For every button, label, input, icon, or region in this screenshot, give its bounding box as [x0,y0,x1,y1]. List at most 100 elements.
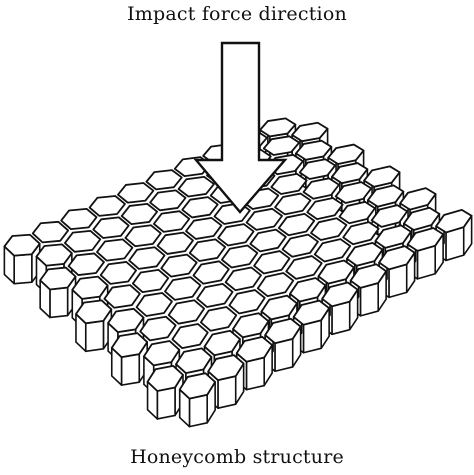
honeycomb-structure-label: Honeycomb structure [130,446,344,468]
honeycomb-cell [178,372,217,400]
honeycomb-cell [298,158,337,180]
honeycomb-cell [310,217,348,241]
honeycomb-cell [131,268,170,294]
honeycomb-cell [39,266,77,291]
honeycomb-cell [292,299,331,326]
honeycomb-cell [249,228,287,253]
honeycomb-cell [317,259,355,285]
honeycomb-cell [338,200,376,225]
honeycomb-cell [120,202,159,226]
honeycomb-wall-face [120,353,141,386]
honeycomb-cell [3,233,41,257]
honeycomb-cell [117,182,155,204]
honeycomb-cell [406,227,445,252]
honeycomb-cell [295,139,333,161]
honeycomb-cell [103,284,141,309]
honeycomb-cell [63,229,102,253]
honeycomb-cell [99,261,138,285]
honeycomb-cell [346,242,384,267]
honeycomb-wall-face [217,375,237,409]
honeycomb-cell [181,196,219,219]
honeycomb-cell [342,221,380,246]
honeycomb-cell [31,220,70,244]
honeycomb-cell [135,292,173,317]
honeycomb-cell [262,135,301,156]
honeycomb-cell [313,238,352,263]
honeycomb-cell [363,165,401,188]
honeycomb-cell [152,210,191,233]
honeycomb-cell [192,260,230,285]
honeycomb-wall-face [331,300,351,336]
honeycomb-cell [188,238,227,262]
honeycomb-cell [88,195,126,217]
honeycomb-cell [260,294,298,321]
honeycomb-cell [235,336,274,363]
honeycomb-wall-face [84,320,105,353]
honeycomb-cell [110,332,149,359]
honeycomb-cell [145,169,183,191]
honeycomb-cell [327,143,365,165]
honeycomb-cell [302,177,340,200]
honeycomb-cell [285,255,323,280]
honeycomb-cell [228,289,266,315]
honeycomb-cell [35,243,73,267]
honeycomb-cell [334,181,373,204]
honeycomb-cell [149,189,187,212]
honeycomb-cell [175,347,213,374]
honeycomb-cell [96,238,134,262]
honeycomb-cell [156,231,194,255]
honeycomb-cell [277,212,316,237]
honeycomb-wall-face [274,338,294,373]
honeycomb-wall-face [13,253,33,285]
honeycomb-cell [274,192,312,216]
honeycomb-cell [256,272,295,298]
honeycomb-cell [207,354,245,382]
honeycomb-cell [232,312,270,339]
honeycomb-cell [253,250,291,275]
honeycomb-cell [291,121,329,143]
honeycomb-cell [367,184,405,208]
down-arrow-icon [193,41,288,214]
honeycomb-cell [177,175,215,198]
honeycomb-cell [164,276,202,301]
honeycomb-cell [270,173,308,195]
honeycomb-cell [220,244,259,269]
honeycomb-cell [245,207,283,231]
honeycomb-cell [146,365,184,392]
honeycomb-wall-face [49,286,69,319]
honeycomb-wall-face [188,394,208,428]
honeycomb-cell [185,217,223,240]
honeycomb-cell [171,323,209,349]
honeycomb-cell [321,281,359,308]
honeycomb-cell [306,197,344,221]
honeycomb-cell [128,246,166,270]
honeycomb-cell [71,275,109,300]
honeycomb-cell [374,224,412,249]
honeycomb-cell [203,329,241,357]
honeycomb-cell [124,224,162,248]
honeycomb-cell [139,315,177,342]
honeycomb-wall-face [156,386,176,420]
honeycomb-cell [67,252,105,276]
honeycomb-wall-face [245,356,265,391]
honeycomb-cell [196,282,234,308]
honeycomb-cell [92,216,130,239]
impact-arrow [193,41,288,214]
honeycomb-cell [160,253,198,278]
honeycomb-cell [199,306,238,332]
honeycomb-cell [435,208,473,234]
honeycomb-cell [399,187,437,211]
honeycomb-cell [107,307,145,334]
honeycomb-cell [281,233,319,258]
honeycomb-cell [167,299,206,325]
honeycomb-cell [378,245,416,271]
honeycomb-cell [331,162,369,185]
honeycomb-cell [142,340,181,367]
honeycomb-cell [75,299,113,325]
honeycomb-cell [264,317,302,345]
honeycomb-cell [370,204,409,228]
impact-force-direction-label: Impact force direction [127,3,347,25]
honeycomb-wall-face [302,319,323,354]
honeycomb-cell [224,266,262,292]
